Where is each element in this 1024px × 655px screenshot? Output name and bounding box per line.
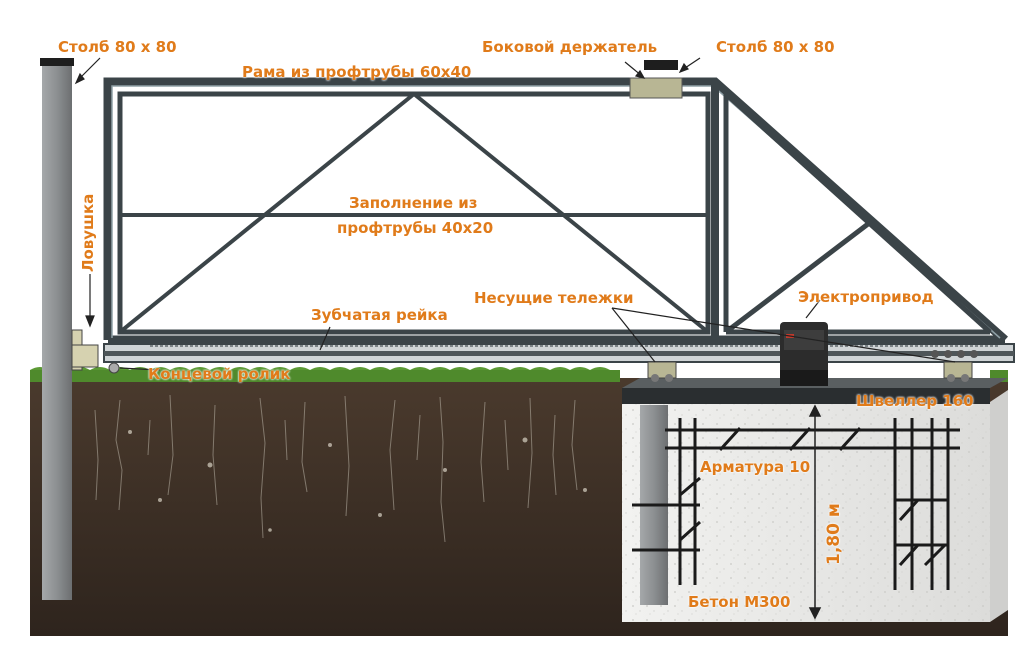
carriage-left: [647, 361, 677, 382]
soil-stones: [128, 430, 587, 532]
label-carriages: Несущие тележки: [474, 289, 634, 307]
depth-arrow: [808, 404, 822, 620]
label-side-holder: Боковой держатель: [482, 38, 658, 56]
concrete-foundation: [622, 390, 1008, 622]
end-roller: [108, 362, 120, 374]
carriage-right: [943, 361, 973, 382]
label-post-right: Столб 80 х 80: [716, 38, 835, 56]
label-rack: Зубчатая рейка: [311, 306, 448, 324]
post-right-cap: [644, 60, 678, 70]
label-channel: Швеллер 160: [856, 392, 974, 410]
side-holder: [629, 77, 683, 99]
post-left: [40, 58, 74, 600]
gate-frame: [103, 77, 1008, 345]
label-drive: Электропривод: [798, 288, 934, 306]
end-rollers-right: [931, 350, 978, 358]
grass: [30, 370, 620, 382]
label-post-left: Столб 80 х 80: [58, 38, 177, 56]
trap: [71, 329, 99, 371]
label-trap: Ловушка: [79, 193, 97, 272]
label-filling-2: профтрубы 40х20: [337, 219, 494, 237]
label-depth: 1,80 м: [824, 503, 844, 565]
rebar-cage: [632, 418, 960, 590]
label-filling-1: Заполнение из: [349, 194, 478, 212]
soil-roots: [94, 394, 578, 543]
electric-drive: [780, 322, 828, 386]
label-end-roller: Концевой ролик: [148, 365, 291, 383]
label-rebar: Арматура 10: [700, 458, 811, 476]
leader-lines: [74, 57, 956, 371]
label-concrete: Бетон М300: [688, 593, 791, 611]
label-frame: Рама из профтрубы 60х40: [242, 63, 472, 81]
